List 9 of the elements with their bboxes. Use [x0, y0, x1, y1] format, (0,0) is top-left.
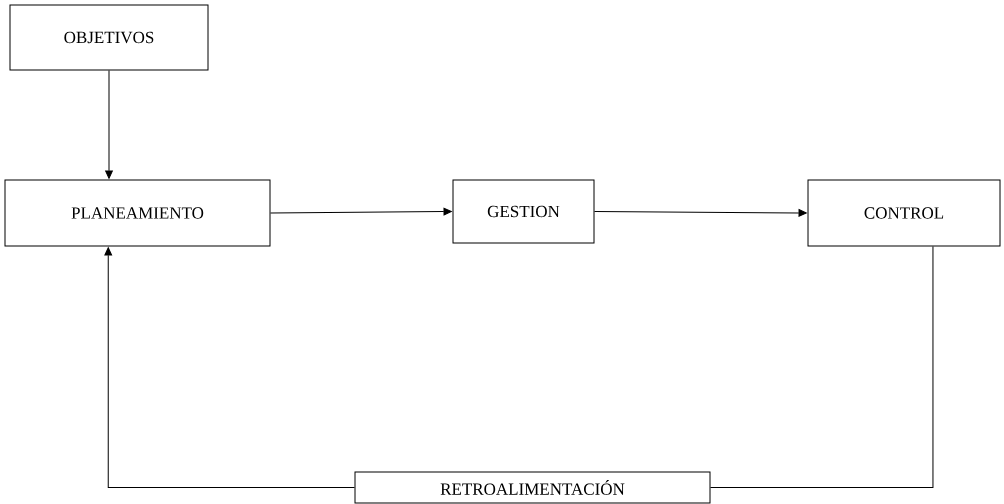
arrow	[105, 70, 113, 179]
process-box: CONTROL	[807, 179, 1001, 247]
arrow	[594, 209, 807, 217]
process-box: GESTION	[452, 179, 595, 244]
process-box: RETROALIMENTACIÓN	[354, 471, 711, 504]
arrow	[270, 207, 452, 216]
arrow	[104, 247, 355, 488]
process-box: OBJETIVOS	[9, 4, 209, 71]
process-box: PLANEAMIENTO	[4, 179, 271, 247]
